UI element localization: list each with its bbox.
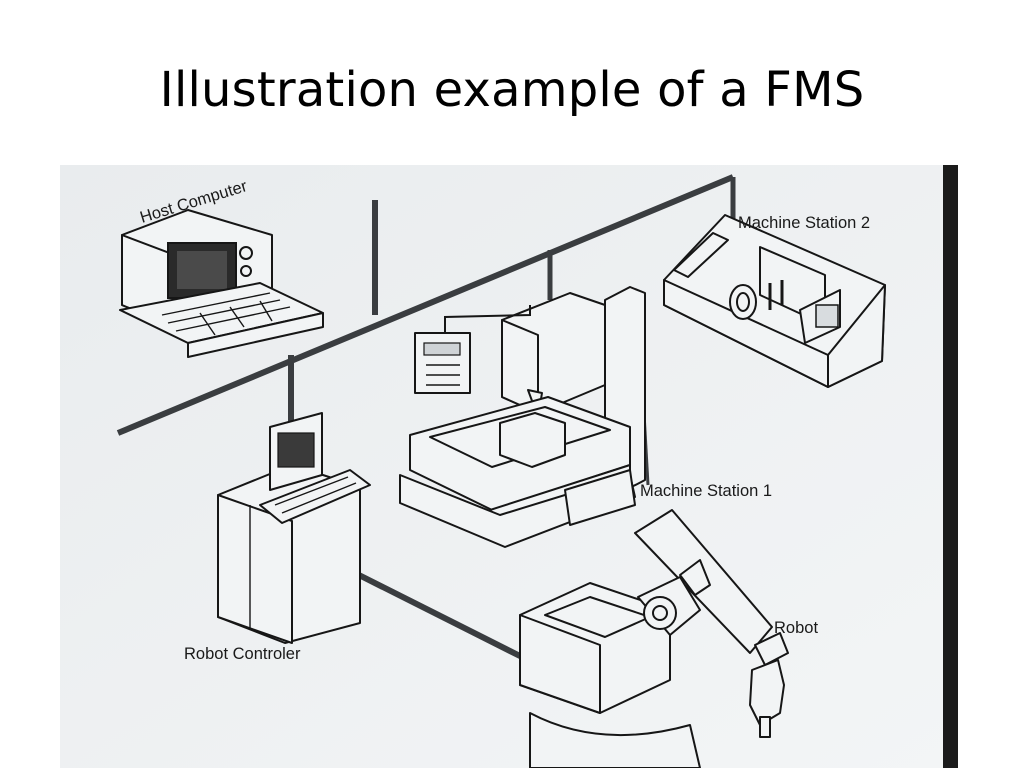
machine-station-2 xyxy=(663,214,886,388)
fms-illustration: Host Computer Machine Station 2 Machine … xyxy=(60,165,958,768)
network-bus xyxy=(116,174,736,660)
robot-controller xyxy=(217,412,371,644)
label-robot: Robot xyxy=(774,619,818,637)
host-computer xyxy=(119,209,324,358)
label-robot-controller: Robot Controler xyxy=(184,645,301,663)
slide-title: Illustration example of a FMS xyxy=(159,62,865,118)
label-machine-station-1: Machine Station 1 xyxy=(640,482,772,500)
machine-station-1 xyxy=(399,286,646,548)
label-machine-station-2: Machine Station 2 xyxy=(738,214,870,232)
robot xyxy=(519,509,789,768)
